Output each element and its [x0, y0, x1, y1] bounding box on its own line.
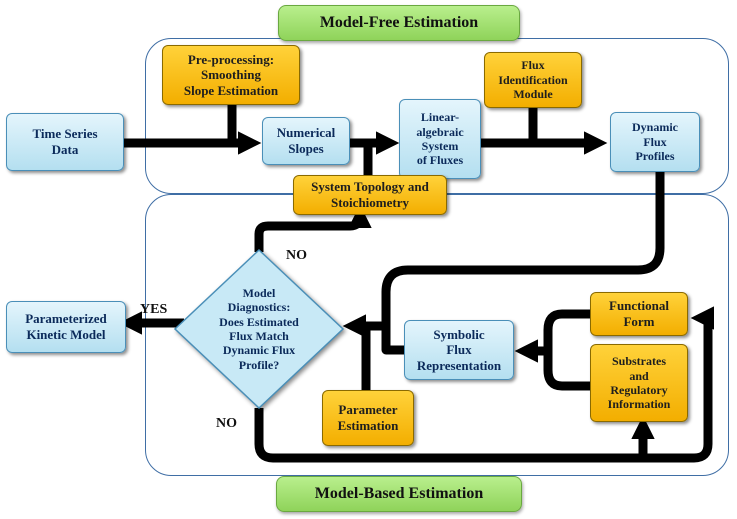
model-diagnostics-label: Model Diagnostics: Does Estimated Flux M…: [219, 285, 299, 372]
model-diagnostics-diamond: [173, 248, 345, 410]
preprocessing-node: Pre-processing: Smoothing Slope Estimati…: [162, 45, 300, 105]
time-series-node: Time Series Data: [6, 113, 124, 171]
model-free-banner: Model-Free Estimation: [278, 5, 520, 41]
numerical-slopes-node: Numerical Slopes: [262, 117, 350, 165]
arrow-no-to-topology: [254, 204, 372, 252]
flux-identification-node: Flux Identification Module: [484, 52, 582, 108]
functional-form-node: Functional Form: [590, 292, 688, 336]
dynamic-flux-profiles-node: Dynamic Flux Profiles: [610, 112, 700, 172]
connector-symbolic: [381, 326, 404, 355]
yes-label: YES: [140, 302, 168, 317]
symbolic-flux-node: Symbolic Flux Representation: [404, 320, 514, 380]
arrow-dynamic-to-diagnostics: [342, 172, 665, 338]
no-top-label: NO: [286, 248, 307, 263]
linear-algebraic-node: Linear- algebraic System of Fluxes: [399, 99, 481, 179]
arrow-no-loop: [254, 306, 715, 463]
parameter-estimation-node: Parameter Estimation: [322, 390, 414, 446]
no-bottom-label: NO: [216, 416, 237, 431]
connector-functional-form: [543, 309, 590, 391]
system-topology-node: System Topology and Stoichiometry: [293, 175, 447, 215]
model-based-banner: Model-Based Estimation: [276, 476, 522, 512]
substrates-node: Substrates and Regulatory Information: [590, 344, 688, 422]
parameterized-model-node: Parameterized Kinetic Model: [6, 301, 126, 353]
